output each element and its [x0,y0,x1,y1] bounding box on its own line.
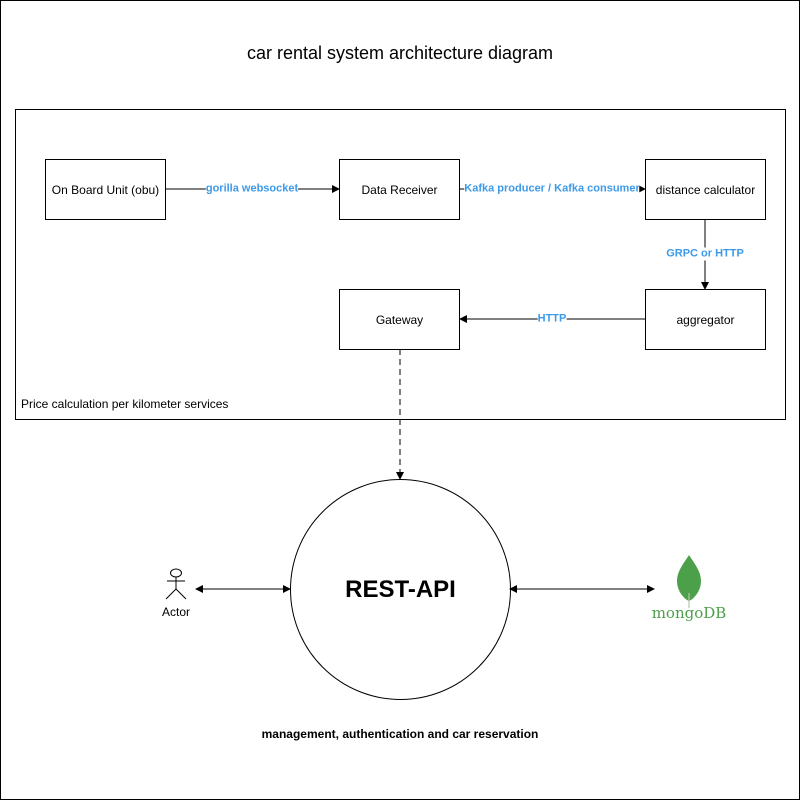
mongodb-leaf-icon [677,555,701,608]
edge-label-kafka: Kafka producer / Kafka consumer [464,182,640,196]
rest-api-caption: management, authentication and car reser… [261,727,539,741]
stick-figure-icon [165,568,187,600]
mongodb-label: mongoDB [651,604,727,622]
node-rest-api[interactable]: REST-API [290,479,511,700]
rest-api-label: REST-API [345,575,456,603]
node-distance-calculator[interactable]: distance calculator [645,159,766,220]
actor-label: Actor [161,605,191,619]
diagram-title: car rental system architecture diagram [246,43,554,63]
node-gateway[interactable]: Gateway [339,289,460,350]
services-group-label: Price calculation per kilometer services [21,397,229,411]
node-data-receiver[interactable]: Data Receiver [339,159,460,220]
node-obu[interactable]: On Board Unit (obu) [45,159,166,220]
node-aggregator[interactable]: aggregator [645,289,766,350]
edge-label-grpc: GRPC or HTTP [666,247,744,261]
edge-label-websocket: gorilla websocket [205,182,299,196]
edge-label-http: HTTP [537,312,567,326]
